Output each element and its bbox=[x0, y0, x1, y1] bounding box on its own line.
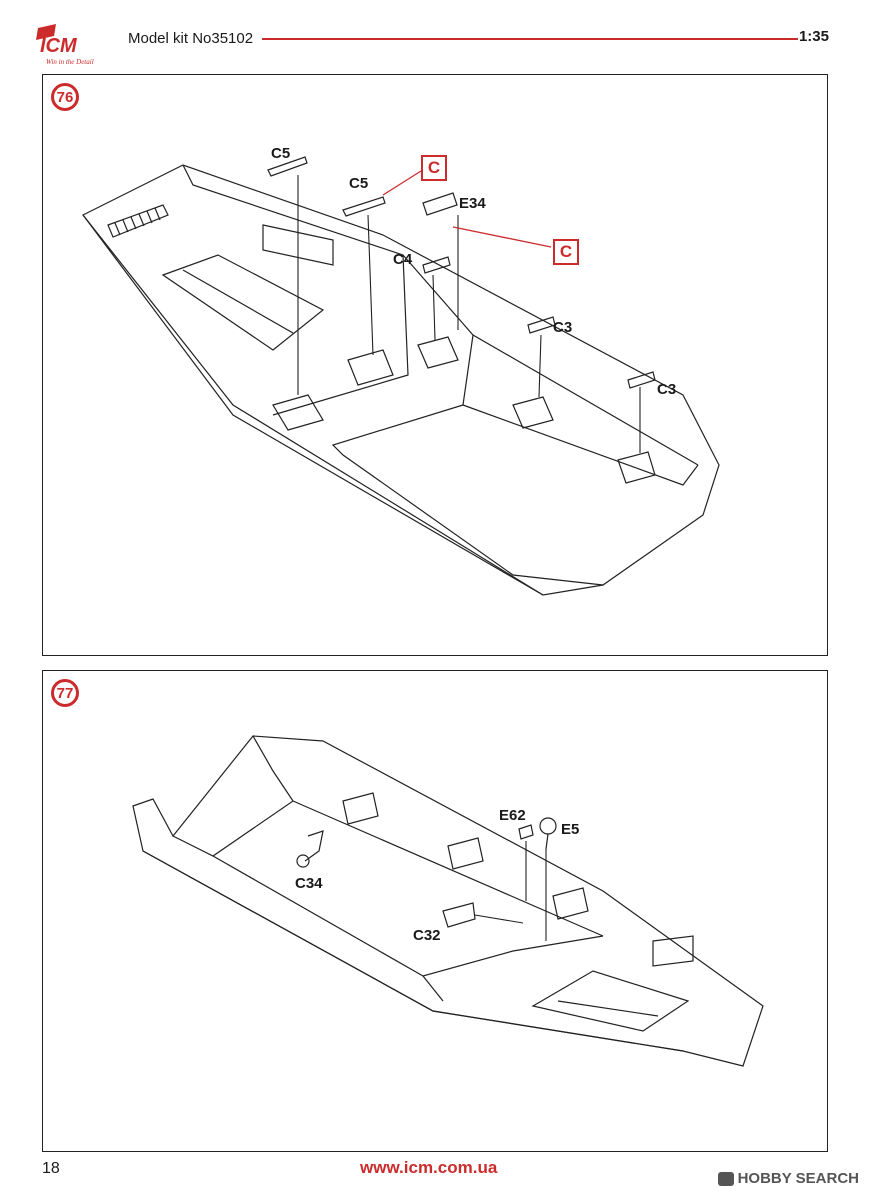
step-76-panel: 76 bbox=[42, 74, 828, 656]
icm-logo: ICM Win in the Detail bbox=[36, 24, 94, 66]
step-77-panel: 77 bbox=[42, 670, 828, 1152]
label-e5: E5 bbox=[561, 821, 580, 838]
page-number: 18 bbox=[42, 1160, 60, 1177]
callout-c-b: C bbox=[553, 239, 579, 265]
label-c32: C32 bbox=[413, 927, 441, 944]
hull-interior-drawing-77 bbox=[132, 735, 764, 1067]
label-c3-b: C3 bbox=[657, 381, 677, 398]
label-c3-a: C3 bbox=[553, 319, 573, 336]
label-c5-a: C5 bbox=[271, 145, 291, 162]
hobby-search-icon bbox=[717, 1172, 734, 1187]
step-77-badge: 77 bbox=[51, 679, 79, 707]
label-e34: E34 bbox=[459, 195, 486, 212]
callout-c-a: C bbox=[421, 155, 447, 181]
watermark: HOBBY SEARCH bbox=[717, 1170, 859, 1187]
svg-text:ICM: ICM bbox=[40, 35, 78, 57]
header-rule bbox=[262, 38, 798, 40]
hull-interior-drawing-76 bbox=[82, 156, 720, 596]
step-76-badge: 76 bbox=[51, 83, 79, 111]
label-e62: E62 bbox=[499, 807, 526, 824]
label-c5-b: C5 bbox=[349, 175, 369, 192]
watermark-text: HOBBY SEARCH bbox=[737, 1170, 859, 1187]
website-link[interactable]: www.icm.com.ua bbox=[360, 1158, 498, 1177]
label-c4: C4 bbox=[393, 251, 413, 268]
label-c34: C34 bbox=[295, 875, 323, 892]
scale-label: 1:35 bbox=[798, 28, 829, 45]
svg-text:Win in the Detail: Win in the Detail bbox=[46, 58, 94, 66]
model-kit-number: Model kit No35102 bbox=[128, 30, 254, 47]
